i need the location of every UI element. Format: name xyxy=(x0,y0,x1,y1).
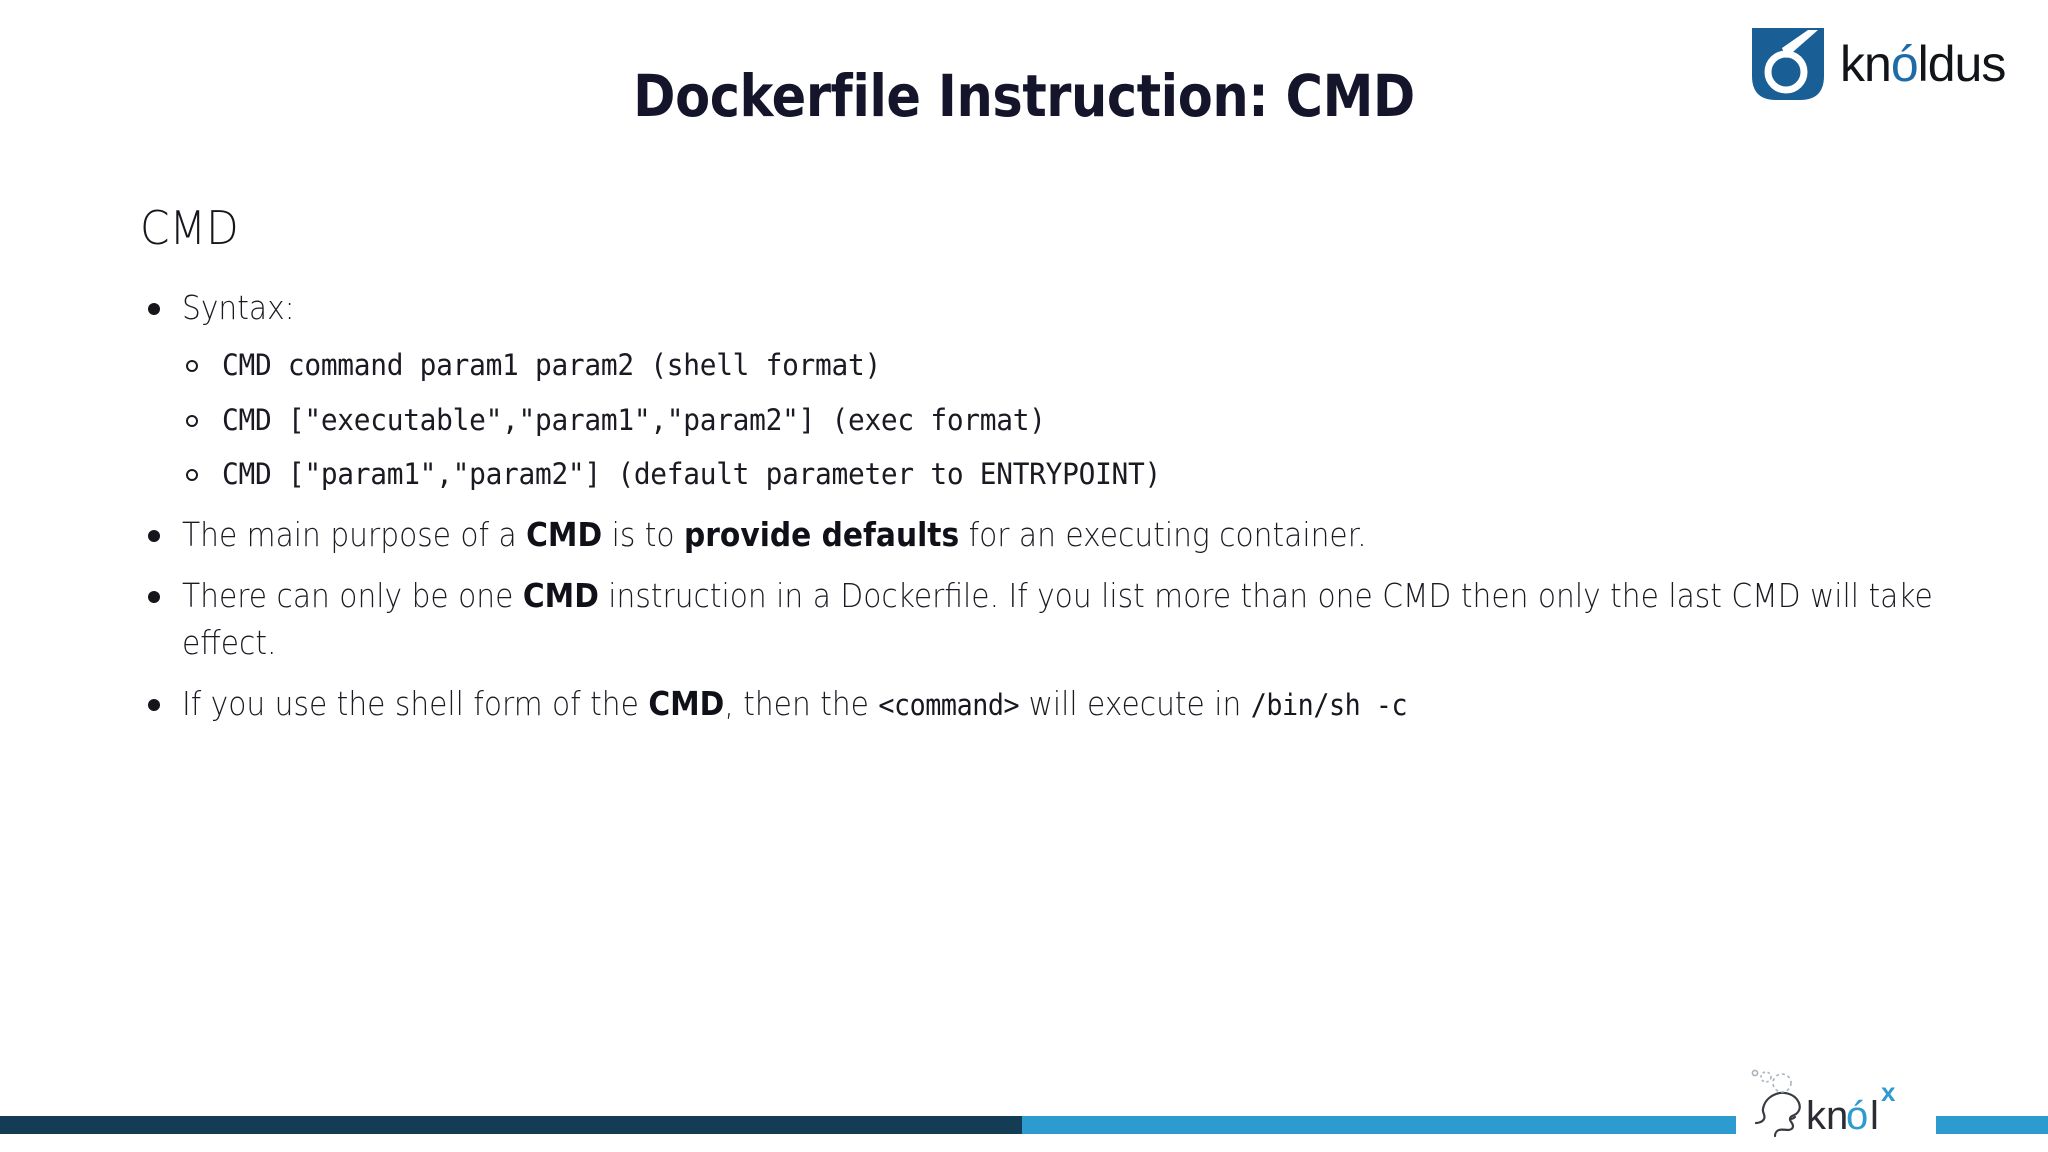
knoldus-text-part1: kn xyxy=(1840,36,1892,92)
sub-list-item-label: CMD command param1 param2 (shell format) xyxy=(222,347,881,382)
list-item-label: There can only be one CMD instruction in… xyxy=(182,576,1933,662)
section-heading: CMD xyxy=(140,201,239,255)
bullet-dot-icon xyxy=(148,530,160,543)
list-item-label: The main purpose of a CMD is to provide … xyxy=(182,515,1367,555)
list-item-only-one: There can only be one CMD instruction in… xyxy=(140,573,1960,667)
knoldus-logo-mark-icon xyxy=(1752,28,1824,100)
list-item-label: If you use the shell form of the CMD, th… xyxy=(182,683,1408,723)
knolx-logo-icon: kn ó l x xyxy=(1751,1069,1896,1138)
list-item-label: Syntax: xyxy=(182,288,295,327)
knoldus-text-accent: ó xyxy=(1890,36,1919,92)
list-item-syntax: Syntax: CMD command param1 param2 (shell… xyxy=(140,285,1960,492)
list-item-syntax-exec: CMD ["executable","param1","param2"] (ex… xyxy=(182,403,1960,438)
bullet-ring-icon xyxy=(186,414,198,427)
sub-list-item-label: CMD ["executable","param1","param2"] (ex… xyxy=(222,402,1046,437)
svg-text:l: l xyxy=(1870,1094,1879,1138)
knoldus-logo: knóldus xyxy=(1752,26,2007,102)
svg-text:x: x xyxy=(1881,1077,1896,1107)
bullet-list: Syntax: CMD command param1 param2 (shell… xyxy=(140,285,1960,728)
knoldus-logo-text: knóldus xyxy=(1840,36,2007,92)
bullet-dot-icon xyxy=(148,591,160,604)
list-item-syntax-entrypoint: CMD ["param1","param2"] (default paramet… xyxy=(182,457,1960,492)
bullet-ring-icon xyxy=(186,469,198,482)
list-item-syntax-shell: CMD command param1 param2 (shell format) xyxy=(182,348,1960,383)
list-item-purpose: The main purpose of a CMD is to provide … xyxy=(140,512,1960,559)
knolx-logo: kn ó l x xyxy=(1736,1062,1936,1152)
list-item-shell-form: If you use the shell form of the CMD, th… xyxy=(140,681,1960,728)
knoldus-text-part2: ldus xyxy=(1917,36,2007,92)
bullet-ring-icon xyxy=(186,359,198,372)
sub-bullet-list: CMD command param1 param2 (shell format)… xyxy=(182,348,1960,492)
slide-content: CMD Syntax: CMD command param1 param2 (s… xyxy=(140,205,1960,742)
bullet-dot-icon xyxy=(148,303,160,315)
svg-text:ó: ó xyxy=(1846,1094,1868,1138)
svg-text:kn: kn xyxy=(1806,1094,1848,1138)
bullet-dot-icon xyxy=(148,698,160,711)
footer-bar-dark-segment xyxy=(0,1116,1022,1134)
slide-title: Dockerfile Instruction: CMD xyxy=(633,62,1415,130)
sub-list-item-label: CMD ["param1","param2"] (default paramet… xyxy=(222,457,1161,492)
